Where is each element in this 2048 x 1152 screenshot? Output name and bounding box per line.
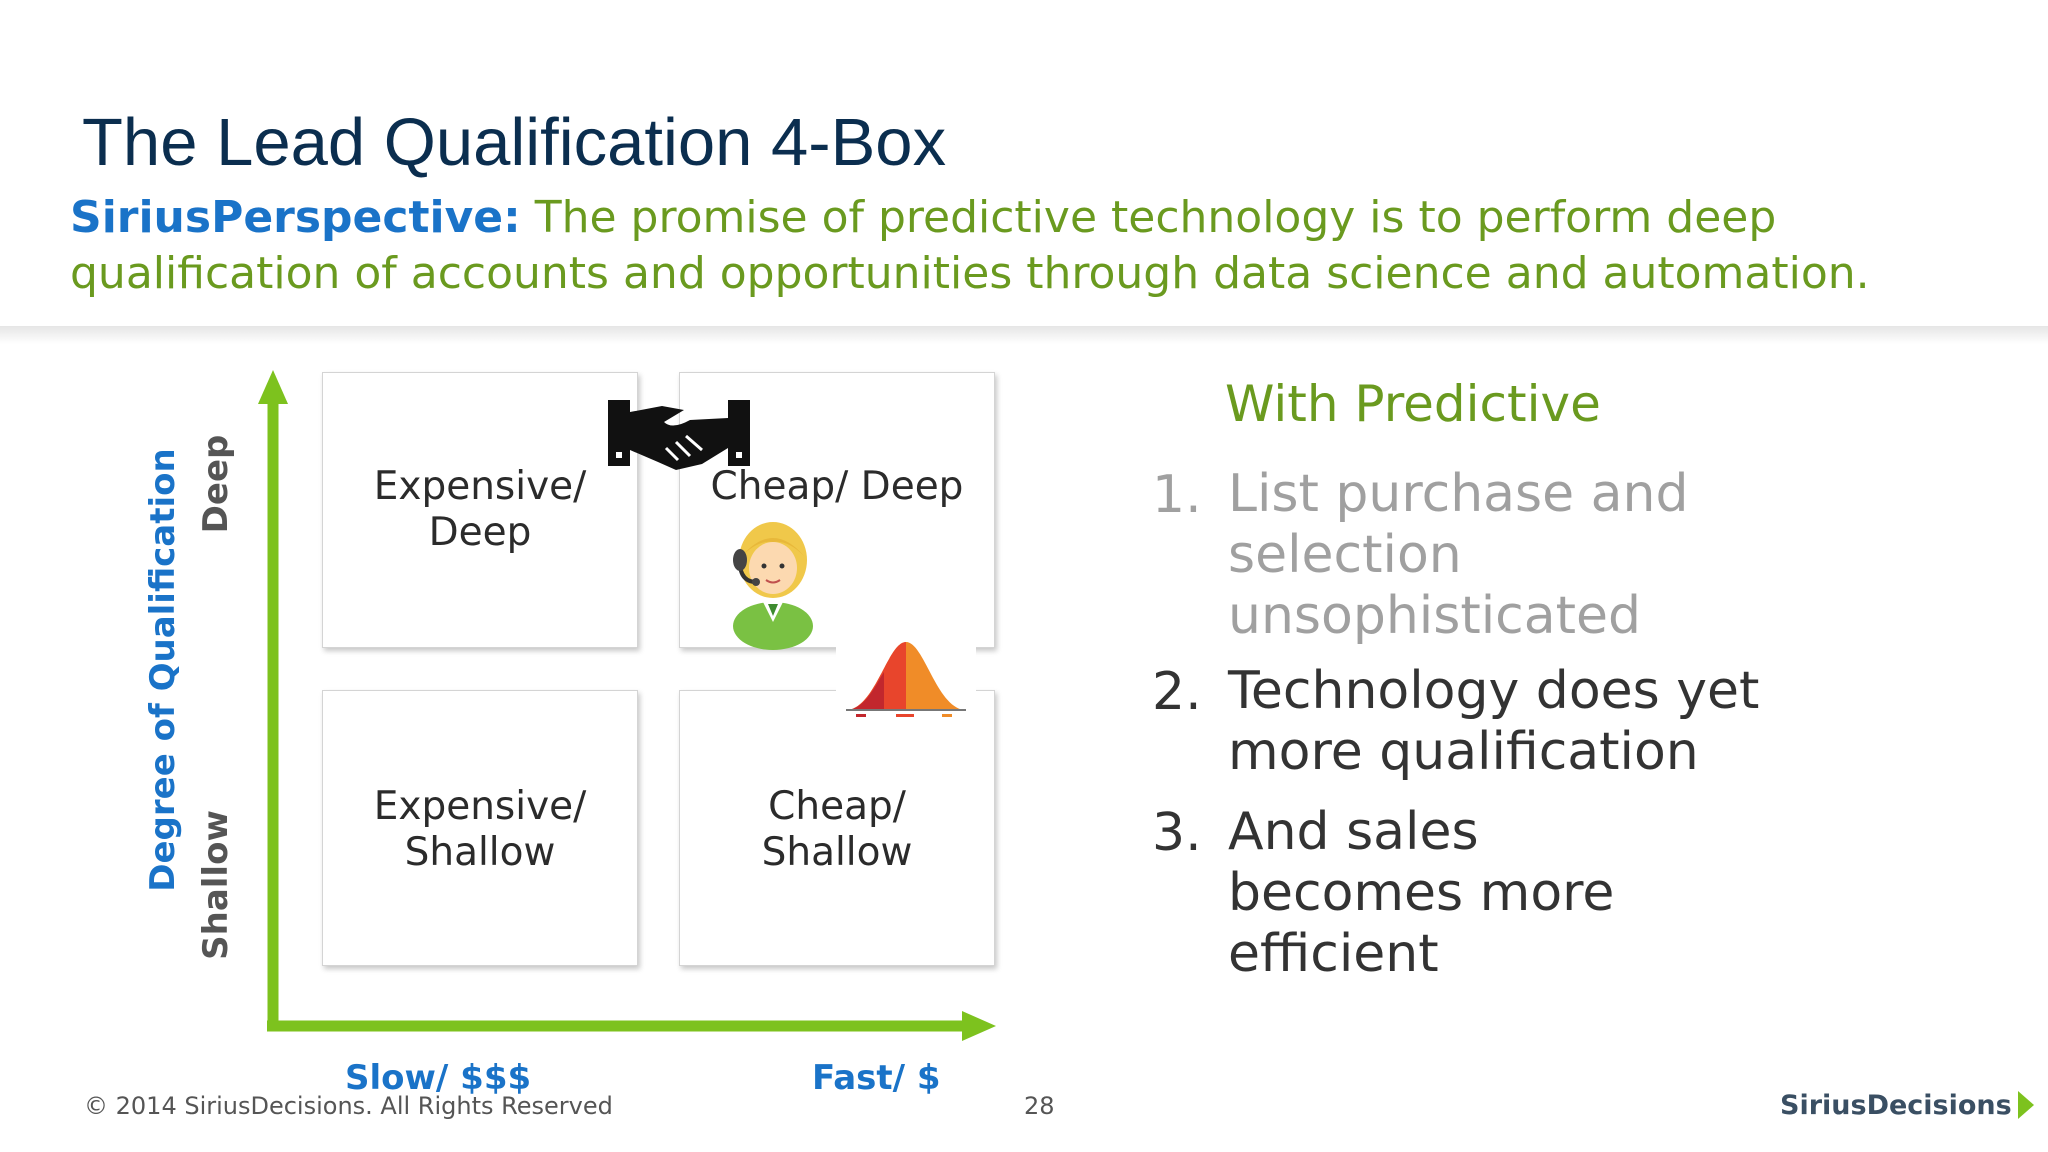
page-number: 28 [1024,1092,1055,1120]
predictive-heading: With Predictive [1225,375,1601,433]
x-axis-fast-label: Fast/ $ [812,1058,941,1098]
quadrant-label: Cheap/ [768,784,906,829]
quadrant-label: Shallow [761,830,913,875]
list-item: Technology does yet more qualification [1228,661,1788,783]
logo-text: SiriusDecisions [1780,1090,2012,1121]
quadrant-label: Cheap/ Deep [710,464,964,509]
quadrant-expensive-shallow: Expensive/ Shallow [322,690,638,966]
header-divider [0,326,2048,344]
quadrant-cheap-shallow: Cheap/ Shallow [679,690,995,966]
slide-title: The Lead Qualification 4-Box [82,105,947,180]
slide-subtitle: SiriusPerspective: The promise of predic… [70,190,1970,302]
list-item-line: becomes more [1228,863,1615,923]
subtitle-text: The promise of predictive technology is … [70,192,1870,299]
logo-arrow-icon [2017,1091,2034,1119]
list-item: List purchase and selection unsophistica… [1228,464,1788,647]
quadrant-label: Deep [428,510,532,555]
subtitle-brand: SiriusPerspective: [70,192,521,243]
list-item-line: more qualification [1228,722,1699,782]
list-item-number: 3. [1152,803,1202,863]
call-center-agent-icon [733,522,813,650]
list-item-line: And sales [1228,802,1479,862]
handshake-icon [608,400,750,470]
list-item-line: unsophisticated [1228,586,1642,646]
quadrant-label: Shallow [404,830,556,875]
quadrant-expensive-deep: Expensive/ Deep [322,372,638,648]
bell-curve-icon [836,634,976,720]
y-axis-deep-label: Deep [196,434,236,534]
y-axis-shallow-label: Shallow [196,810,236,960]
list-item-number: 1. [1152,465,1202,525]
list-item-number: 2. [1152,662,1202,722]
list-item-line: selection [1228,525,1462,585]
copyright-text: © 2014 SiriusDecisions. All Rights Reser… [84,1092,613,1120]
x-axis-slow-label: Slow/ $$$ [345,1058,532,1098]
quadrant-label: Expensive/ [373,784,587,829]
list-item-line: Technology does yet [1228,661,1760,721]
list-item-line: List purchase and [1228,464,1689,524]
list-item-line: efficient [1228,924,1439,984]
y-axis-title: Degree of Qualification [143,448,183,892]
quadrant-label: Expensive/ [373,464,587,509]
list-item: And sales becomes more efficient [1228,802,1788,985]
company-logo: SiriusDecisions [1780,1090,2034,1121]
